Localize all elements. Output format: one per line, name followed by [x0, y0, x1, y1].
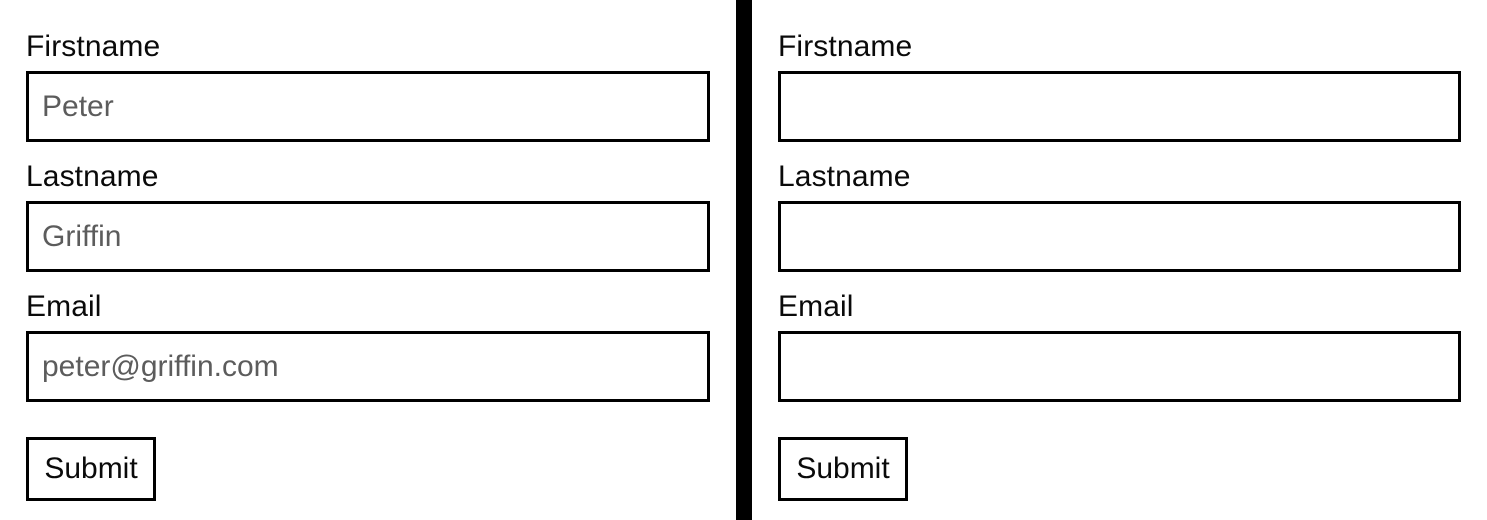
left-firstname-label: Firstname	[26, 30, 161, 63]
left-submit-spacer	[26, 418, 710, 437]
right-lastname-label: Lastname	[778, 160, 911, 193]
left-firstname-input[interactable]	[26, 71, 710, 142]
panel-divider	[736, 0, 752, 520]
left-lastname-input[interactable]	[26, 201, 710, 272]
left-lastname-label: Lastname	[26, 160, 159, 193]
right-email-label: Email	[778, 290, 854, 323]
right-submit-spacer	[778, 418, 1461, 437]
right-email-input[interactable]	[778, 331, 1461, 402]
left-form: Firstname Lastname Email Submit	[26, 0, 710, 501]
right-form: Firstname Lastname Email Submit	[778, 0, 1461, 501]
left-email-label: Email	[26, 290, 102, 323]
left-form-panel: Firstname Lastname Email Submit	[0, 0, 736, 520]
left-email-input[interactable]	[26, 331, 710, 402]
left-submit-button[interactable]: Submit	[26, 437, 156, 501]
right-firstname-label: Firstname	[778, 30, 913, 63]
right-firstname-input[interactable]	[778, 71, 1461, 142]
right-lastname-input[interactable]	[778, 201, 1461, 272]
right-submit-button[interactable]: Submit	[778, 437, 908, 501]
right-form-panel: Firstname Lastname Email Submit	[752, 0, 1487, 520]
